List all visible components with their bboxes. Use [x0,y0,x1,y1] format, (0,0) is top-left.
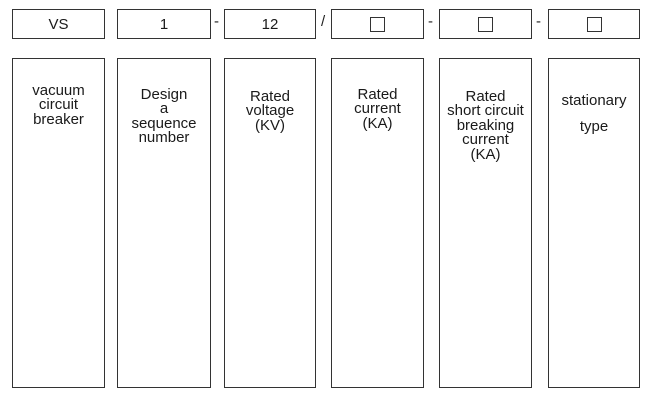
code-vs: VS [48,15,69,33]
desc-stationary-type: stationary type [548,58,640,388]
desc-text: Rated voltage (KV) [245,87,295,134]
code-box-breaking-current [439,9,532,39]
empty-square-icon [370,16,385,32]
separator-dash-3: - [536,13,541,30]
desc-text: stationary type [561,91,627,135]
code-sequence: 1 [159,15,169,33]
code-box-vs: VS [12,9,105,39]
code-box-sequence: 1 [117,9,211,39]
desc-rated-voltage: Rated voltage (KV) [224,58,316,388]
code-box-current [331,9,424,39]
desc-text: Rated short circuit breaking current (KA… [447,87,524,163]
desc-text: vacuum circuit breaker [32,81,85,128]
separator-dash-1: - [214,13,219,30]
desc-text: Rated current (KA) [354,85,401,132]
desc-design-sequence-number: Design a sequence number [117,58,211,388]
code-box-type [548,9,640,39]
desc-vacuum-circuit-breaker: vacuum circuit breaker [12,58,105,388]
desc-text: Design a sequence number [131,85,197,146]
separator-dash-2: - [428,13,433,30]
desc-rated-short-circuit-breaking-current: Rated short circuit breaking current (KA… [439,58,532,388]
code-voltage: 12 [261,15,279,33]
empty-square-icon [586,16,602,32]
empty-square-icon [478,16,493,32]
code-box-voltage: 12 [224,9,316,39]
desc-rated-current: Rated current (KA) [331,58,424,388]
separator-slash: / [321,13,326,30]
